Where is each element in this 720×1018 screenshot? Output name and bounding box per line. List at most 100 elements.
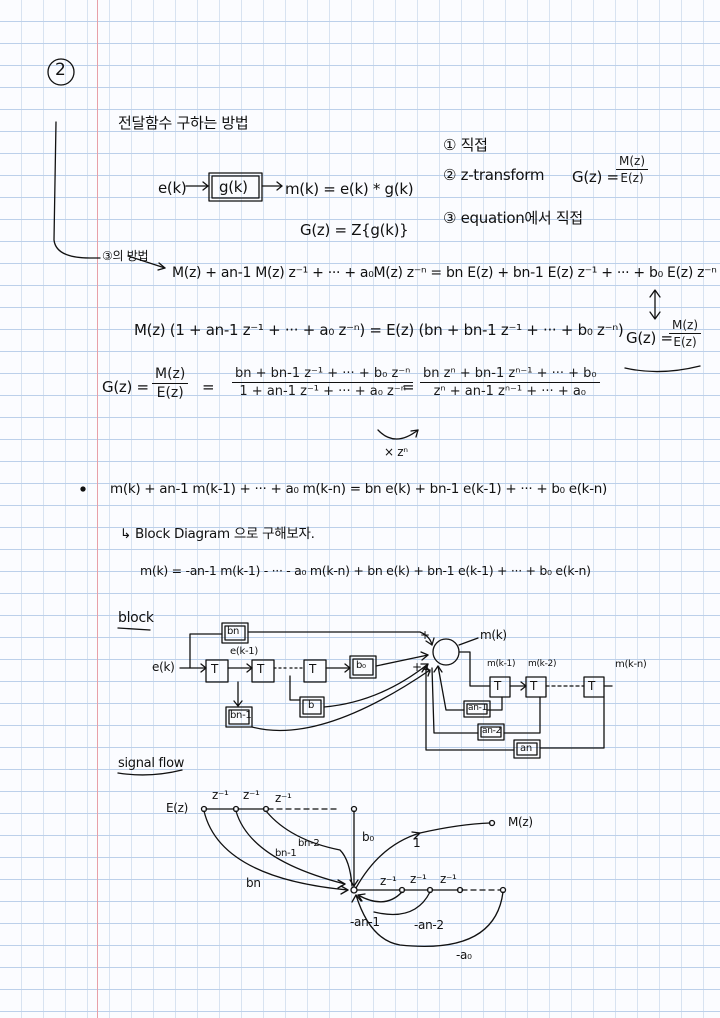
side-g-numerator: M(z) [669, 318, 702, 334]
block-sum-junction [432, 638, 460, 666]
g-fraction-3: bn zⁿ + bn-1 zⁿ⁻¹ + ··· + b₀ zⁿ + an-1 z… [420, 366, 600, 399]
block-mn-label: m(k-n) [615, 659, 647, 670]
g-fraction-3-denominator: zⁿ + an-1 zⁿ⁻¹ + ··· + a₀ [433, 384, 587, 399]
g-fraction-2-denominator: 1 + an-1 z⁻¹ + ··· + a₀ z⁻ⁿ [239, 384, 406, 399]
block-gain-an2-box [477, 723, 505, 741]
block-input-label: e(k) [152, 660, 175, 674]
notebook-margin-line [97, 0, 98, 1018]
left-bracket-line [53, 121, 101, 259]
method-2-fraction: M(z) E(z) [616, 154, 649, 185]
block-delay-2 [251, 659, 275, 683]
block-gain-an2: an-2 [482, 726, 501, 736]
block-gain-an1-box [463, 700, 491, 718]
difference-equation-solved: m(k) = -an-1 m(k-1) - ··· - a₀ m(k-n) + … [140, 563, 591, 578]
block-heading: block [118, 610, 154, 626]
method-2: ② z-transform [443, 166, 545, 184]
g-fraction-1: M(z) E(z) [152, 366, 189, 401]
block-delay-1 [205, 659, 229, 683]
block-delay-label-1: T [211, 662, 219, 676]
block-gain-an-box [513, 739, 541, 759]
block-gain-bn1-box [225, 706, 253, 728]
block-gain-an1: an-1 [468, 703, 487, 713]
block-out-delay-label-n: T [588, 679, 596, 693]
gk-output-equation: m(k) = e(k) * g(k) [285, 180, 414, 198]
sf-neg-an1-label: -an-1 [350, 915, 380, 929]
block-out-delay-2 [525, 676, 547, 698]
block-delay-3 [303, 659, 327, 683]
method3-equation-1: M(z) + an-1 M(z) z⁻¹ + ··· + a₀M(z) z⁻ⁿ … [172, 265, 717, 281]
block-output-label: m(k) [480, 628, 507, 642]
gk-box-outer [208, 172, 263, 202]
block-gain-bn1: bn-1 [230, 710, 252, 721]
block-out-delay-label-2: T [530, 679, 538, 693]
method-1: ① 직접 [443, 136, 488, 154]
gk-input-label: e(k) [158, 179, 187, 197]
block-delay-label-3: T [309, 662, 317, 676]
sf-bn1-label: bn-1 [275, 848, 297, 859]
g-fraction-2-numerator: bn + bn-1 z⁻¹ + ··· + b₀ z⁻ⁿ [232, 366, 414, 383]
bullet-dot [80, 486, 86, 492]
side-g-fraction: M(z) E(z) [669, 318, 702, 349]
sf-input-label: E(z) [166, 801, 189, 815]
sf-bn2-label: bn-2 [298, 838, 320, 849]
block-out-delay-1 [489, 676, 511, 698]
sf-z-inv-5: z⁻¹ [410, 872, 427, 886]
sf-z-inv-4: z⁻¹ [380, 874, 397, 888]
sf-output-label: M(z) [508, 815, 533, 829]
side-frac-underline [624, 365, 701, 373]
method3-label: ③의 방법 [102, 249, 149, 263]
page-title: 전달함수 구하는 방법 [118, 114, 249, 132]
g-fraction-2: bn + bn-1 z⁻¹ + ··· + b₀ z⁻ⁿ 1 + an-1 z⁻… [232, 366, 414, 399]
method3-equation-2: M(z) (1 + an-1 z⁻¹ + ··· + a₀ z⁻ⁿ) = E(z… [134, 321, 624, 339]
side-g-denominator: E(z) [673, 335, 697, 349]
block-sum-plus-mid: + [412, 660, 422, 674]
g-equals-1: = [202, 378, 215, 396]
block-sum-plus-top: + [420, 628, 430, 642]
gk-box-inner [211, 175, 260, 199]
block-gain-bn-box [221, 622, 249, 644]
block-gain-b0: b₀ [356, 660, 366, 671]
sf-z-inv-1: z⁻¹ [212, 788, 229, 802]
side-g-lhs: G(z) = [626, 329, 673, 347]
block-heading-underline [117, 627, 151, 631]
gk-box-label: g(k) [219, 178, 248, 196]
block-diagram-note: ↳ Block Diagram 으로 구해보자. [120, 526, 315, 542]
g-fraction-1-numerator: M(z) [152, 366, 189, 384]
g-fraction-3-numerator: bn zⁿ + bn-1 zⁿ⁻¹ + ··· + b₀ [420, 366, 600, 383]
sf-neg-an2-label: -an-2 [414, 918, 444, 932]
block-gain-b0-box [349, 655, 377, 679]
g-fraction-lhs: G(z) = [102, 378, 149, 396]
signal-flow-heading: signal flow [118, 756, 185, 771]
method-2-denominator: E(z) [620, 171, 644, 185]
block-e-delayed-label: e(k-1) [230, 646, 258, 657]
sf-z-inv-6: z⁻¹ [440, 872, 457, 886]
sf-neg-a0-label: -a₀ [456, 948, 472, 962]
block-gain-bn: bn [227, 626, 240, 637]
block-gain-an: an [520, 743, 532, 754]
page-number-circle [47, 58, 75, 86]
method-2-numerator: M(z) [616, 154, 649, 170]
method3-arrow [127, 255, 166, 269]
times-zn-note: × zⁿ [384, 445, 408, 459]
block-out-delay-n [583, 676, 605, 698]
g-equals-2: = [402, 378, 415, 396]
signal-flow-heading-underline [117, 769, 183, 776]
block-out-delay-label-1: T [494, 679, 502, 693]
block-m1-label: m(k-1) [487, 659, 516, 669]
difference-equation: m(k) + an-1 m(k-1) + ··· + a₀ m(k-n) = b… [110, 481, 607, 497]
method-3: ③ equation에서 직접 [443, 209, 583, 227]
sf-z-inv-2: z⁻¹ [243, 788, 260, 802]
page-number: 2 [55, 60, 66, 80]
block-m2-label: m(k-2) [528, 659, 557, 669]
block-gain-b: b [308, 700, 315, 711]
g-fraction-1-denominator: E(z) [156, 385, 184, 401]
g-z-transform-eq: G(z) = Z{g(k)} [300, 221, 409, 239]
times-zn-arrow [377, 429, 419, 440]
method-2-eq-lhs: G(z) = [572, 168, 619, 186]
sf-z-inv-3: z⁻¹ [275, 791, 292, 805]
sf-bn-label: bn [246, 876, 261, 890]
block-delay-label-2: T [257, 662, 265, 676]
sf-b0-label: b₀ [362, 830, 374, 844]
sf-one-label: 1 [413, 836, 421, 850]
